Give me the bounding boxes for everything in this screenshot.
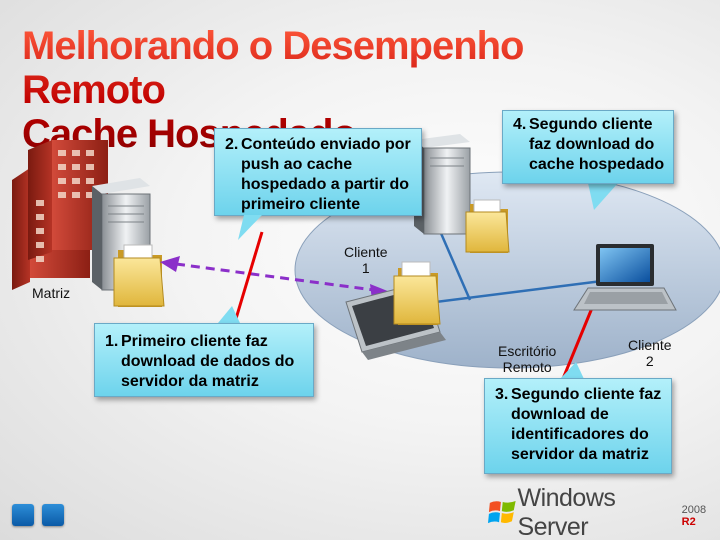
callout-step-3-line-2: download de [495, 405, 665, 425]
callout-step-3-line-3: identificadores do [495, 425, 665, 445]
client-1-label-line-2: 1 [344, 260, 388, 276]
client-2-label-line-2: 2 [628, 353, 672, 369]
client-1-label: Cliente 1 [344, 244, 388, 276]
callout-step-4-number: 4. [513, 115, 529, 135]
callout-step-3-number: 3. [495, 385, 511, 405]
logo-version: 2008 R2 [682, 504, 720, 528]
callout-step-1: 1.Primeiro cliente faz download de dados… [94, 323, 314, 397]
callout-step-4-line-3: cache hospedado [513, 155, 669, 175]
callout-step-1-number: 1. [105, 332, 121, 352]
callout-step-4-line-1: Segundo cliente [529, 116, 653, 133]
windows-flag-icon [488, 498, 517, 528]
logo-release: R2 [682, 516, 696, 528]
next-slide-button[interactable] [42, 504, 64, 526]
callout-step-4: 4.Segundo cliente faz download do cache … [502, 110, 674, 184]
callout-step-3-line-4: servidor da matriz [495, 445, 665, 465]
callout-step-1-line-3: servidor da matriz [105, 372, 307, 392]
callout-step-4-line-2: faz download do [513, 135, 669, 155]
remote-office-label-line-2: Remoto [498, 359, 556, 375]
hq-label: Matriz [32, 285, 70, 301]
callout-step-1-line-1: Primeiro cliente faz [121, 333, 268, 350]
slide-nav [12, 504, 64, 526]
client-1-label-line-1: Cliente [344, 244, 388, 260]
callout-step-3: 3.Segundo cliente faz download de identi… [484, 378, 672, 474]
previous-slide-button[interactable] [12, 504, 34, 526]
windows-server-logo: Windows Server 2008 R2 [488, 484, 720, 540]
client-2-label: Cliente 2 [628, 337, 672, 369]
logo-version-year: 2008 [682, 504, 706, 516]
client-2-label-line-1: Cliente [628, 337, 672, 353]
remote-office-label: Escritório Remoto [498, 343, 556, 375]
callout-step-3-line-1: Segundo cliente faz [511, 386, 661, 403]
remote-office-label-line-1: Escritório [498, 343, 556, 359]
callout-step-1-line-2: download de dados do [105, 352, 307, 372]
logo-text: Windows Server [517, 484, 678, 540]
